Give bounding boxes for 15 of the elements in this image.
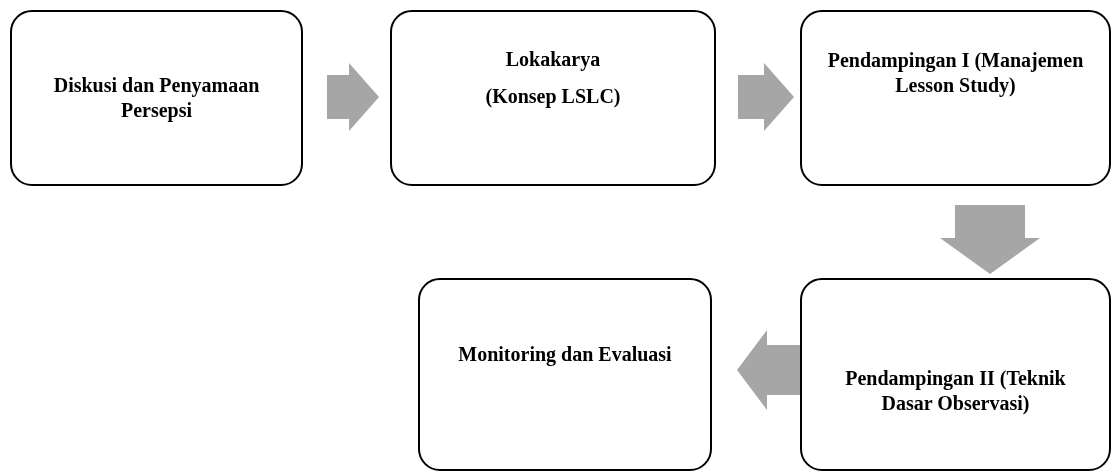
block-arrow bbox=[737, 330, 800, 410]
box-label: Diskusi dan Penyamaan Persepsi bbox=[52, 73, 261, 123]
process-box bbox=[10, 10, 303, 186]
block-arrow bbox=[327, 63, 379, 131]
process-box bbox=[418, 278, 712, 471]
block-arrow bbox=[940, 205, 1040, 274]
box-label: (Konsep LSLC) bbox=[485, 84, 621, 109]
process-box bbox=[800, 10, 1111, 186]
box-label: Lokakarya bbox=[505, 47, 601, 72]
box-label: Pendampingan I (Manajemen Lesson Study) bbox=[826, 48, 1085, 98]
box-label: Monitoring dan Evaluasi bbox=[458, 342, 672, 367]
process-box bbox=[390, 10, 716, 186]
process-box bbox=[800, 278, 1111, 471]
block-arrow bbox=[738, 63, 794, 131]
box-label: Pendampingan II (Teknik Dasar Observasi) bbox=[844, 365, 1067, 416]
